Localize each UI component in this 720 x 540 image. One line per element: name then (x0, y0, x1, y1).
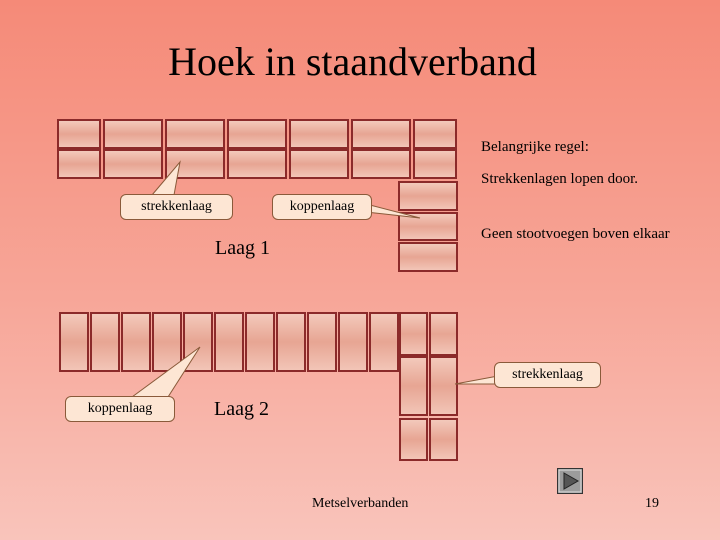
brick (338, 312, 368, 372)
page-number: 19 (645, 496, 659, 511)
brick (276, 312, 306, 372)
brick (90, 312, 120, 372)
brick (413, 149, 457, 179)
brick (59, 312, 89, 372)
brick (399, 418, 428, 461)
brick (57, 119, 101, 149)
brick (289, 149, 349, 179)
brick (289, 119, 349, 149)
rule-2: Geen stootvoegen boven elkaar (481, 226, 670, 242)
brick (398, 181, 458, 211)
footer-title: Metselverbanden (312, 496, 409, 511)
brick (399, 356, 428, 416)
brick (369, 312, 399, 372)
slide-title: Hoek in staandverband (168, 39, 537, 84)
brick (413, 119, 457, 149)
brick (227, 149, 287, 179)
callout-koppenlaag-laag1: koppenlaag (272, 194, 372, 220)
brick (214, 312, 244, 372)
brick (307, 312, 337, 372)
brick (103, 119, 163, 149)
brick (351, 149, 411, 179)
brick (351, 119, 411, 149)
brick (121, 312, 151, 372)
brick (165, 119, 225, 149)
brick (103, 149, 163, 179)
next-slide-button[interactable] (557, 468, 583, 494)
brick (429, 418, 458, 461)
rule-1: Strekkenlagen lopen door. (481, 171, 639, 187)
brick (398, 242, 458, 272)
play-next-icon (557, 468, 583, 494)
brick (245, 312, 275, 372)
callout-strekkenlaag-laag1: strekkenlaag (120, 194, 233, 220)
callout-strekkenlaag-laag2: strekkenlaag (494, 362, 601, 388)
laag1-label: Laag 1 (215, 237, 270, 259)
brick (429, 356, 458, 416)
brick (227, 119, 287, 149)
laag2-label: Laag 2 (214, 398, 269, 420)
brick (57, 149, 101, 179)
brick (429, 312, 458, 356)
rules-heading: Belangrijke regel: (481, 139, 589, 155)
brick (399, 312, 428, 356)
callout-koppenlaag-laag2: koppenlaag (65, 396, 175, 422)
